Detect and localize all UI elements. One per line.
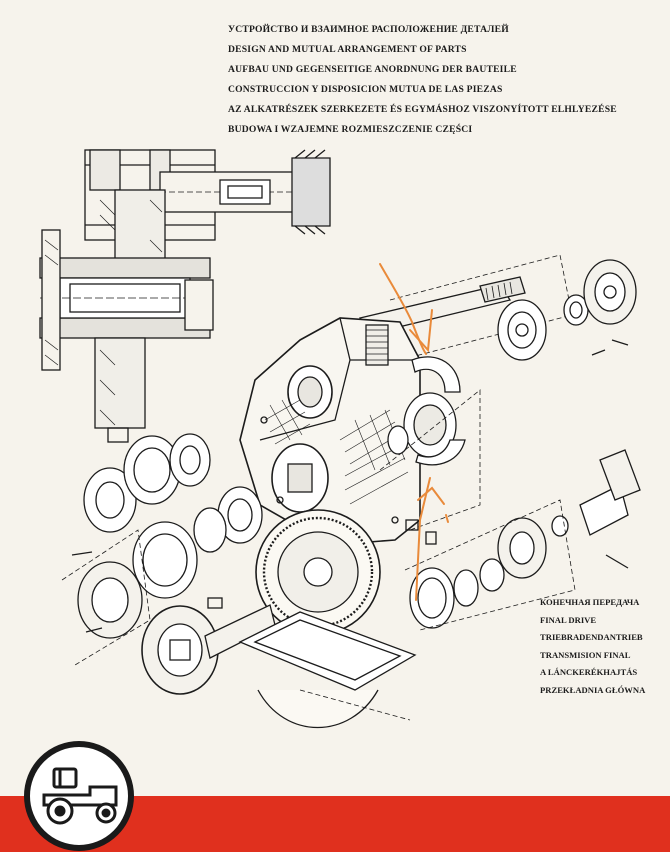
left-bearing-stack: [61, 433, 263, 666]
title-german: AUFBAU UND GEGENSEITIGE ANORDNUNG DER BA…: [228, 64, 517, 75]
pinion-group: [365, 324, 481, 545]
caption-english: FINAL DRIVE: [540, 614, 597, 625]
drive-hub: [141, 597, 276, 695]
title-spanish: CONSTRUCCION Y DISPOSICION MUTUA DE LAS …: [228, 84, 503, 95]
orange-annotation-marks: [379, 263, 449, 601]
title-hungarian: AZ ALKATRÉSZEK SZERKEZETE ÉS EGYMÁSHOZ V…: [228, 104, 617, 115]
ring-gear: [255, 509, 381, 729]
title-english: DESIGN AND MUTUAL ARRANGEMENT OF PARTS: [228, 44, 467, 55]
title-russian: УСТРОЙСТВО И ВЗАИМНОЕ РАСПОЛОЖЕНИЕ ДЕТАЛ…: [228, 24, 509, 35]
tractor-icon: [42, 767, 118, 825]
caption-german: TRIEBRADENDANTRIEB: [540, 632, 643, 643]
sectional-view: [39, 149, 331, 443]
title-polish: BUDOWA I WZAJEMNE ROZMIESZCZENIE CZĘŚCI: [228, 124, 473, 135]
caption-spanish: TRANSMISION FINAL: [540, 649, 631, 660]
tractor-badge: [24, 741, 134, 851]
cover-gasket: [238, 611, 417, 721]
caption-hungarian: A LÁNCKERÉKHAJTÁS: [540, 667, 638, 678]
title-block: УСТРОЙСТВО И ВЗАИМНОЕ РАСПОЛОЖЕНИЕ ДЕТАЛ…: [228, 20, 648, 140]
caption-russian: КОНЕЧНАЯ ПЕРЕДАЧА: [540, 597, 640, 607]
gearbox-housing: [239, 317, 421, 546]
right-flange-group: [404, 449, 641, 631]
caption-polish: PRZEKŁADNIA GŁÓWNA: [540, 684, 646, 695]
component-caption: КОНЕЧНАЯ ПЕРЕДАЧА FINAL DRIVE TRIEBRADEN…: [540, 594, 665, 700]
